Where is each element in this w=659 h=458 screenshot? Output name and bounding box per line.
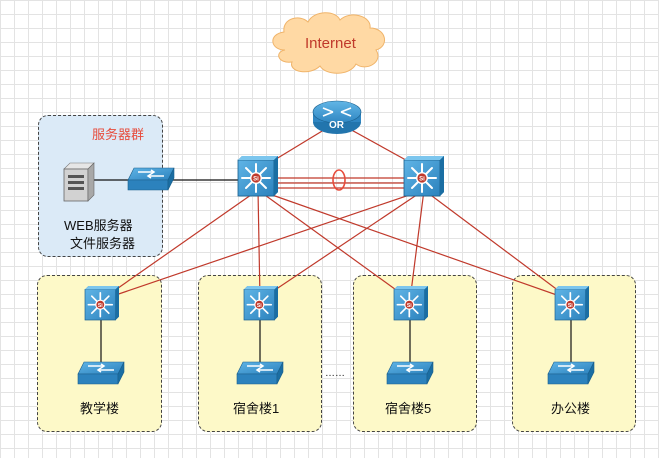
building-label-teaching: 教学楼 bbox=[80, 401, 120, 416]
core-switch-left[interactable] bbox=[237, 155, 279, 197]
building-label-office: 办公楼 bbox=[551, 401, 591, 416]
uplink-lines bbox=[100, 121, 572, 301]
core-switch-right[interactable] bbox=[403, 155, 445, 197]
access-switch-teaching[interactable] bbox=[77, 361, 125, 385]
server-icon[interactable] bbox=[63, 162, 95, 202]
building-label-dorm1: 宿舍楼1 bbox=[233, 401, 280, 416]
cloud-icon bbox=[272, 12, 385, 74]
access-switch-office[interactable] bbox=[547, 361, 595, 385]
distribution-switch-dorm1[interactable] bbox=[243, 285, 279, 321]
router-icon[interactable] bbox=[312, 100, 362, 134]
distribution-switch-office[interactable] bbox=[554, 285, 590, 321]
server-group-switch[interactable] bbox=[127, 167, 175, 191]
access-links bbox=[92, 179, 572, 362]
internet-label: Internet bbox=[305, 35, 356, 52]
distribution-switch-dorm5[interactable] bbox=[393, 285, 429, 321]
server-label-web: WEB服务器 bbox=[64, 218, 133, 233]
server-label-file: 文件服务器 bbox=[70, 236, 136, 251]
server-group-title: 服务器群 bbox=[92, 127, 145, 142]
access-switch-dorm1[interactable] bbox=[236, 361, 284, 385]
building-label-dorm5: 宿舍楼5 bbox=[385, 401, 432, 416]
building-zone-office bbox=[512, 275, 636, 432]
ellipsis-label: …… bbox=[325, 368, 345, 379]
router-label: OR bbox=[329, 120, 344, 131]
access-switch-dorm5[interactable] bbox=[386, 361, 434, 385]
link-aggregation-ellipse bbox=[332, 169, 346, 191]
distribution-switch-teaching[interactable] bbox=[84, 285, 120, 321]
